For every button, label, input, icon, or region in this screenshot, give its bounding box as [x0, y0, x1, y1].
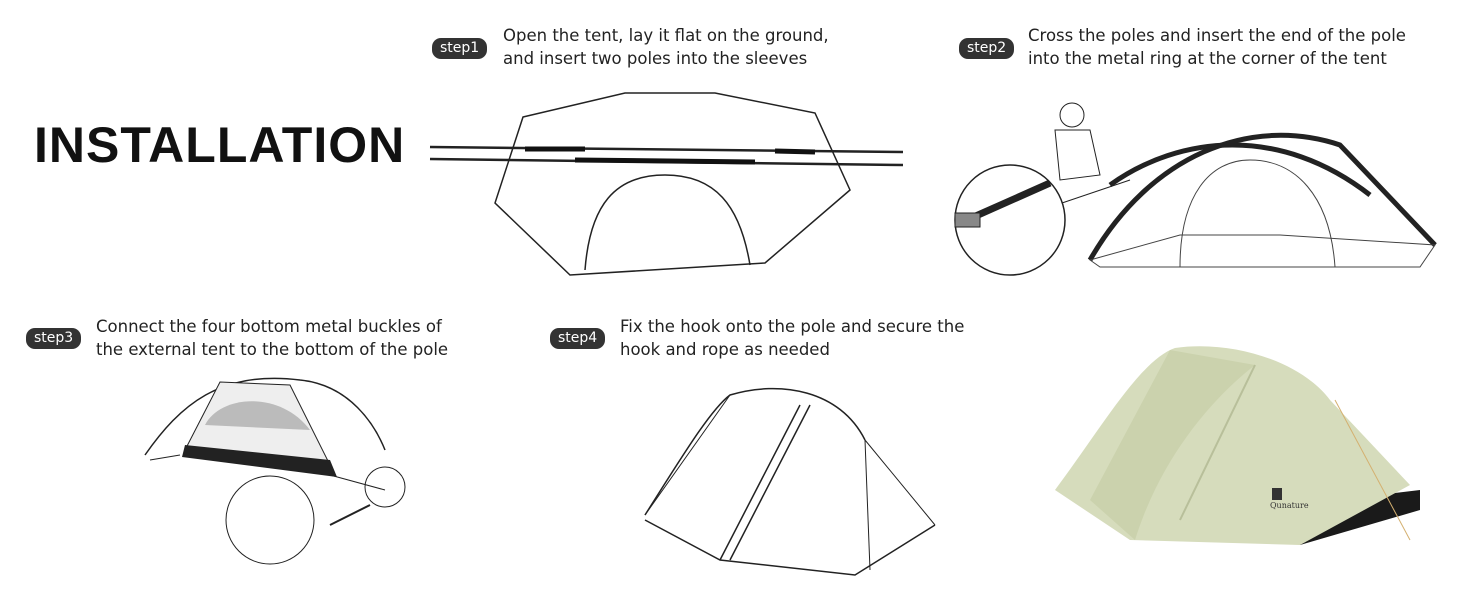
step2-line: into the metal ring at the corner of the… [1028, 49, 1387, 68]
page-title: INSTALLATION [34, 117, 406, 173]
step2-line: Cross the poles and insert the end of th… [1028, 26, 1406, 45]
step1-line: Open the tent, lay it flat on the ground… [503, 26, 829, 45]
step3-badge: step3 [26, 328, 82, 349]
step2-illustration [954, 102, 1437, 276]
step2-badge: step2 [959, 38, 1015, 59]
step4-illustration [644, 387, 936, 576]
step1-line: and insert two poles into the sleeves [503, 49, 808, 68]
brand-logo: Qunature [1270, 488, 1309, 510]
step1-description: Open the tent, lay it flat on the ground… [503, 24, 829, 70]
step4-description: Fix the hook onto the pole and secure th… [620, 315, 964, 361]
svg-text:Qunature: Qunature [1270, 501, 1309, 510]
step4-line: hook and rope as needed [620, 340, 830, 359]
step3-line: Connect the four bottom metal buckles of [96, 317, 442, 336]
step4-badge: step4 [550, 328, 606, 349]
step1-badge: step1 [432, 38, 488, 59]
step4-line: Fix the hook onto the pole and secure th… [620, 317, 965, 336]
step3-line: the external tent to the bottom of the p… [96, 340, 449, 359]
step3-description: Connect the four bottom metal buckles of… [96, 315, 448, 361]
step1-illustration [429, 92, 904, 276]
step3-illustration [144, 377, 406, 565]
step2-description: Cross the poles and insert the end of th… [1028, 24, 1406, 70]
tent-product-photo: Qunature [1055, 346, 1420, 545]
